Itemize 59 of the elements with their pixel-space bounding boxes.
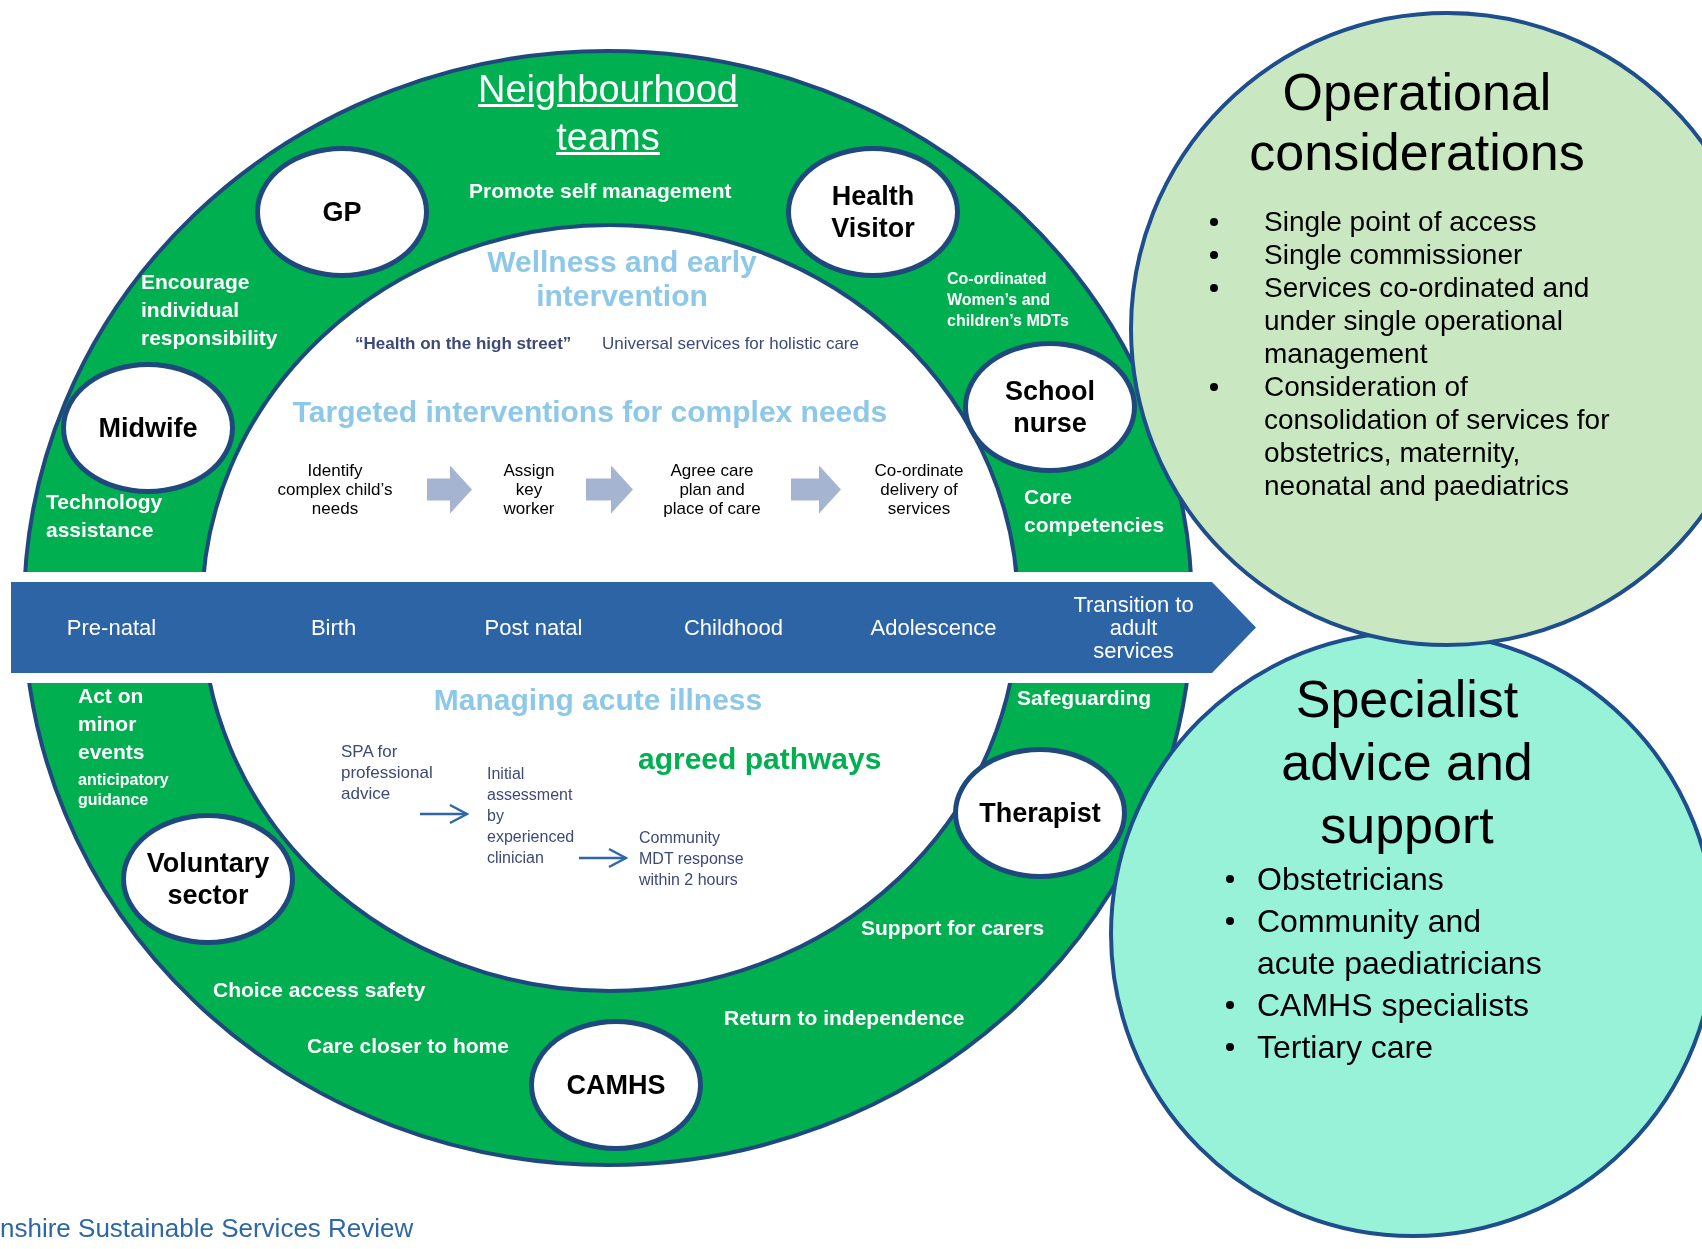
ring-label: Technology assistance [46, 489, 164, 543]
ring-label: Return to independence [724, 1005, 965, 1031]
block-arrow [586, 465, 633, 514]
bullet-item: Single point of access [1205, 205, 1619, 238]
process-step: Co-ordinate delivery of services [873, 461, 965, 518]
ring-label: Promote self management [469, 178, 732, 204]
stage-label: Adolescence [869, 616, 998, 639]
ring-label: Core competencies [1024, 484, 1166, 538]
ring-label: anticipatory guidance [78, 770, 170, 810]
pathway-step: SPA for professional advice [341, 741, 441, 814]
ring-label: Encourage individual responsibility [141, 269, 279, 351]
subheading-text: Universal services for holistic care [602, 333, 859, 354]
stage-label: Transition to adult services [1072, 593, 1195, 662]
ring-label: Choice access safety [213, 977, 426, 1003]
timeline-stage [411, 582, 656, 673]
ring-title: Neighbourhood teams [477, 67, 739, 160]
block-arrow [427, 465, 472, 514]
quote-text: “Health on the high street” [355, 333, 572, 354]
oval-label: Voluntary sector [145, 847, 271, 911]
ring-label: Co-ordinated Women’s and children’s MDTs [947, 269, 1070, 331]
bullet-item: Services co-ordinated and under single operational management [1205, 271, 1619, 370]
arrow [579, 847, 628, 869]
timeline-stage [211, 582, 456, 673]
section-heading: Targeted interventions for complex needs [291, 395, 889, 429]
footer-text: nshire Sustainable Services Review [0, 1213, 414, 1243]
bullet-item: Consideration of consolidation of services for obstetrics, maternity, neonatal and paediatrics [1205, 370, 1619, 502]
section-heading: Wellness and early intervention [486, 245, 758, 313]
arrow [420, 803, 469, 825]
bullet-item: Community and acute paediatricians [1226, 900, 1547, 984]
stage-label: Post natal [483, 616, 584, 639]
process-step: Assign key worker [499, 461, 559, 518]
pathway-step: Community MDT response within 2 hours [626, 827, 751, 890]
ring-label: Care closer to home [307, 1033, 509, 1059]
process-step: Agree care plan and place of care [662, 461, 762, 518]
block-arrow [791, 465, 841, 514]
oval-label: Therapist [978, 797, 1102, 829]
stage-label: Birth [309, 616, 358, 639]
timeline-stage [1011, 582, 1256, 673]
timeline-stage [611, 582, 856, 673]
ring-label: Safeguarding [1017, 685, 1152, 711]
bullet-item: Single commissioner [1205, 238, 1619, 271]
circle-title: Operational considerations [1248, 62, 1586, 182]
timeline-stage [811, 582, 1056, 673]
oval-label: Health Visitor [830, 180, 916, 244]
section-heading: Managing acute illness [432, 683, 764, 717]
stage-label: Childhood [682, 616, 785, 639]
oval-label: CAMHS [565, 1069, 667, 1101]
bullet-item: Obstetricians [1226, 858, 1547, 900]
bullet-item: Tertiary care [1226, 1026, 1547, 1068]
ring-label: Support for carers [861, 915, 1045, 941]
oval-label: GP [321, 196, 363, 228]
oval-label: Midwife [97, 412, 199, 444]
oval-label: School nurse [1004, 375, 1096, 439]
circle-title: Specialist advice and support [1280, 669, 1534, 856]
pathway-heading: agreed pathways [638, 742, 882, 776]
ring-label: Act on minor events [78, 683, 146, 765]
bullet-item: CAMHS specialists [1226, 984, 1547, 1026]
pathway-step: Initial assessment by experienced clinician [467, 763, 579, 868]
process-step: Identify complex child’s needs [275, 461, 395, 518]
